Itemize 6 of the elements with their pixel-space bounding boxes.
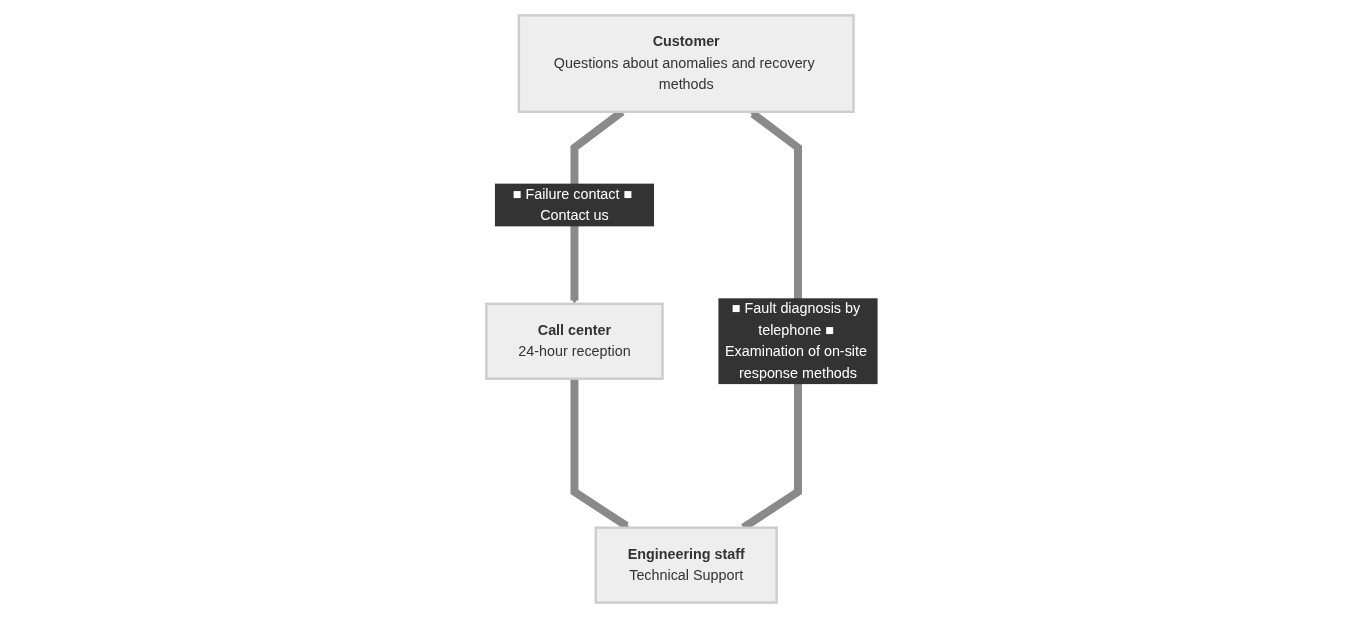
node-box: Customer Questions about anomalies and recovery methods: [518, 13, 856, 113]
edge-label: ■ Failure contact ■ Contact us: [513, 185, 633, 223]
node-box: Call center 24-hour reception: [485, 302, 665, 380]
edge-label: ■ Fault diagnosis by telephone ■ Examination of on-site response methods: [725, 300, 868, 381]
node-box: Engineering staff Technical Support: [595, 526, 779, 604]
arrow: [570, 378, 630, 529]
